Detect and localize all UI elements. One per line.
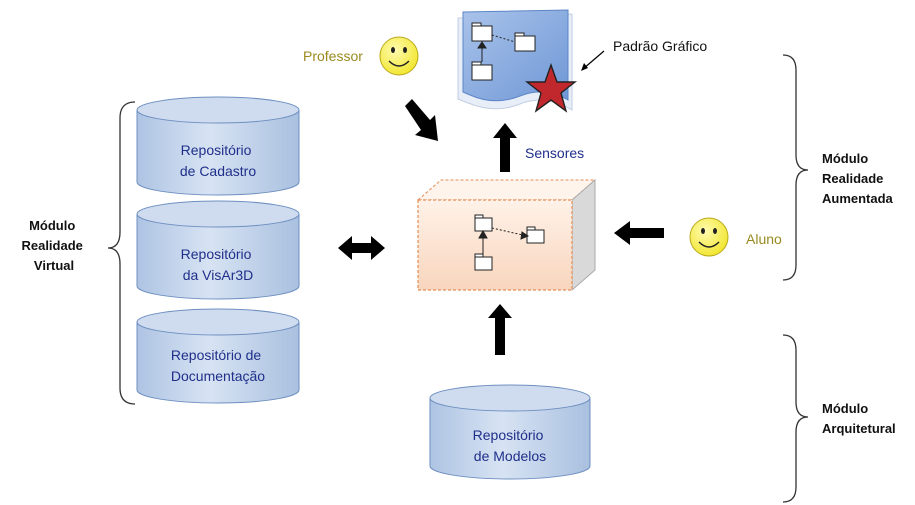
arrow-up-sensores [493, 123, 517, 172]
arrow-up-from-models [488, 304, 512, 355]
sensores-label: Sensores [525, 145, 584, 161]
repository-visar3d: Repositório da VisAr3D [136, 200, 300, 300]
repository-modelos: Repositório de Modelos [429, 384, 591, 480]
padrao-grafico-label: Padrão Gráfico [613, 38, 707, 54]
aluno-label: Aluno [746, 231, 782, 247]
professor-label: Professor [303, 48, 363, 64]
architectural-module-brace [782, 334, 809, 503]
star-icon [524, 62, 578, 113]
aluno-arrow [614, 221, 664, 245]
padrao-grafico-pointer [582, 50, 605, 70]
virtual-module-brace [107, 101, 136, 405]
bidirectional-arrow [338, 236, 385, 260]
aluno-smiley-icon [689, 217, 729, 257]
augmented-module-brace [782, 54, 809, 281]
svg-text:Repositório da VisAr3D: Repositório da VisAr3D [181, 246, 256, 283]
class-diagram-icon [474, 214, 545, 271]
central-system-box [416, 178, 597, 292]
augmented-module-label: Módulo Realidade Aumentada [822, 151, 894, 206]
professor-arrow [405, 99, 438, 141]
professor-smiley-icon [379, 36, 419, 76]
svg-text:Repositório de Documenta: Repositório de Documentação [171, 347, 265, 384]
svg-text:Repositório de Modelos: Repositório de Modelos [473, 427, 548, 464]
svg-text:Repositório de Cadastro: Repositório de Cadastro [180, 142, 256, 179]
architectural-module-label: Módulo Arquitetural [822, 401, 896, 436]
virtual-module-label: Módulo Realidade Virtual [21, 218, 86, 273]
repository-cadastro: Repositório de Cadastro [136, 96, 300, 196]
repository-documentacao: Repositório de Documentação [136, 308, 300, 404]
